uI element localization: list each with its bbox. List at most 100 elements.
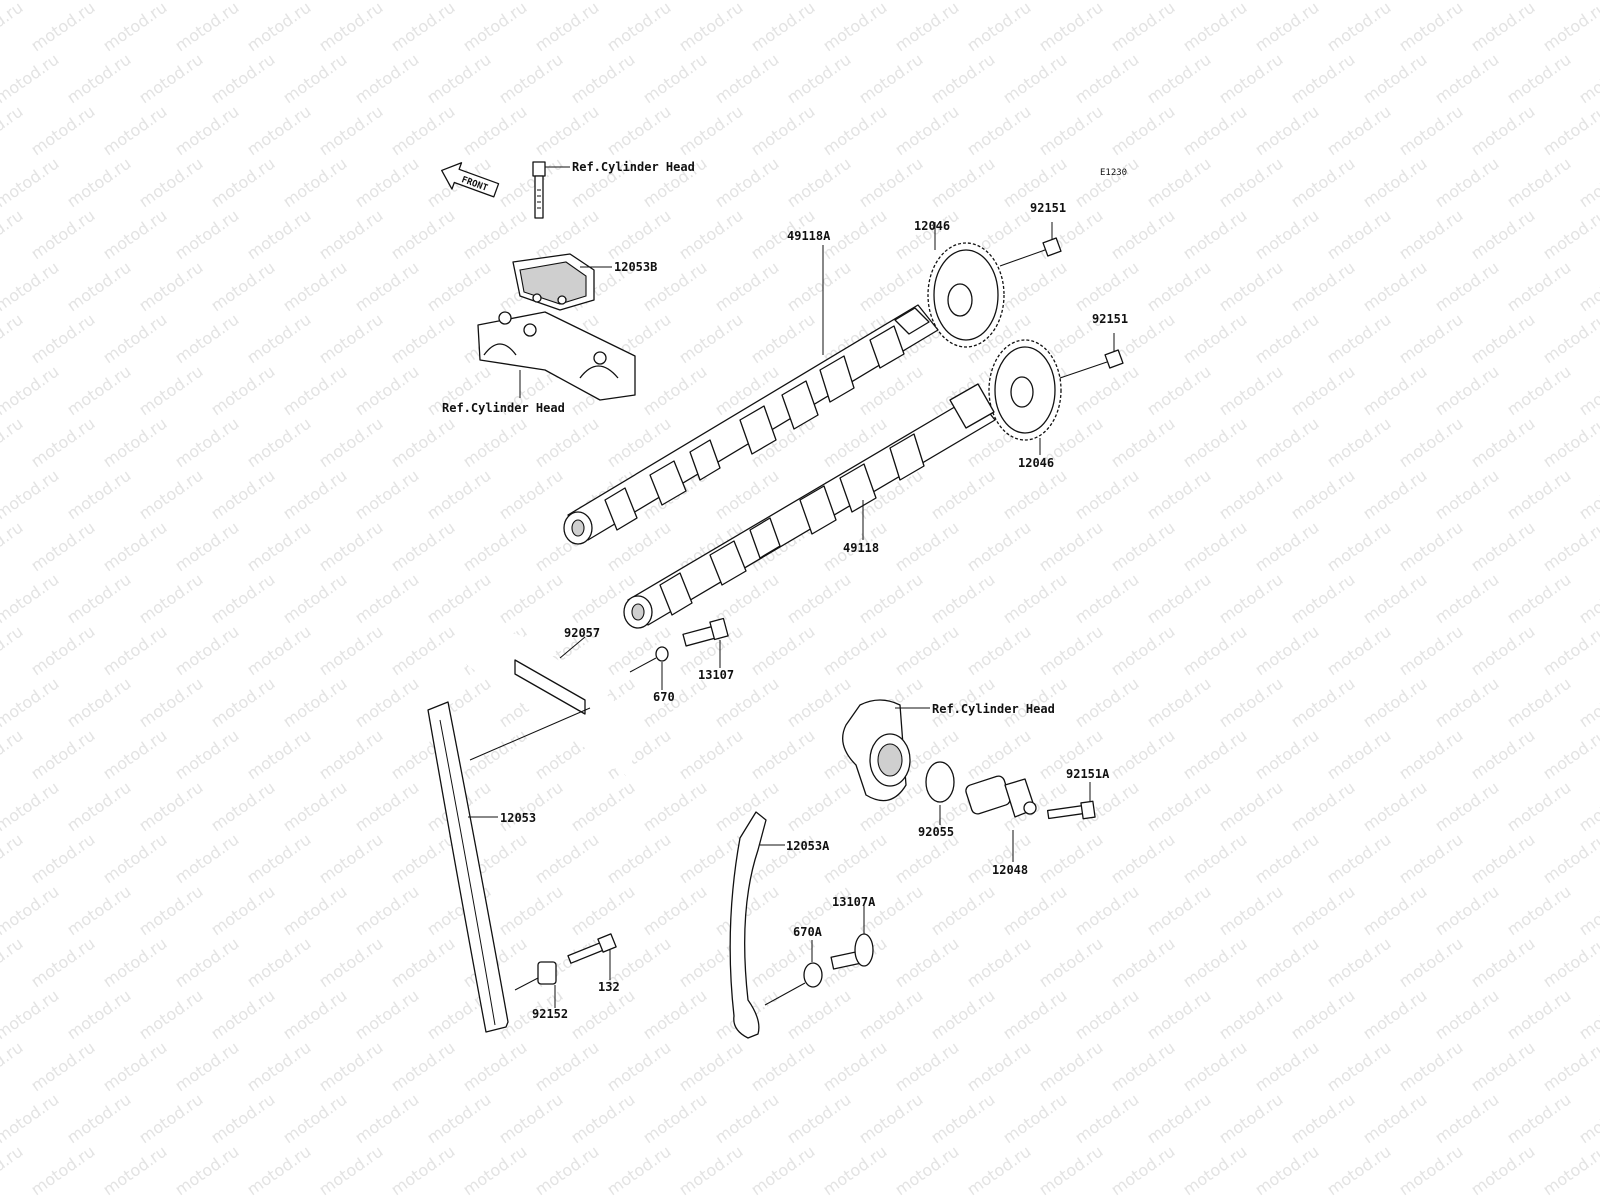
watermark-text: motod.ru — [711, 258, 782, 316]
watermark-text: motod.ru — [1035, 830, 1106, 888]
watermark-text: motod.ru — [27, 102, 98, 160]
watermark-text: motod.ru — [1503, 882, 1574, 940]
watermark-text: motod.ru — [1143, 674, 1214, 732]
watermark-text: motod.ru — [0, 622, 26, 680]
watermark-text: motod.ru — [1323, 518, 1394, 576]
watermark-text: motod.ru — [1359, 570, 1430, 628]
watermark-text: motod.ru — [1359, 1090, 1430, 1148]
watermark-text: motod.ru — [963, 1142, 1034, 1200]
watermark-text: motod.ru — [99, 830, 170, 888]
watermark-text: motod.ru — [1071, 986, 1142, 1044]
bolt-13107 — [682, 617, 729, 668]
watermark-text: motod.ru — [1395, 0, 1466, 55]
watermark-text: motod.ru — [279, 154, 350, 212]
watermark-text: motod.ru — [963, 622, 1034, 680]
watermark-text: motod.ru — [495, 466, 566, 524]
watermark-text: motod.ru — [1035, 102, 1106, 160]
watermark-text: motod.ru — [351, 258, 422, 316]
watermark-text: motod.ru — [639, 0, 710, 3]
watermark-text: motod.ru — [711, 674, 782, 732]
watermark-text: motod.ru — [207, 258, 278, 316]
watermark-text: motod.ru — [675, 310, 746, 368]
watermark-text: motod.ru — [1215, 882, 1286, 940]
watermark-text: motod.ru — [1467, 310, 1538, 368]
watermark-text: motod.ru — [1323, 0, 1394, 55]
watermark-text: motod.ru — [351, 50, 422, 108]
watermark-text: motod.ru — [603, 518, 674, 576]
watermark-text: motod.ru — [675, 206, 746, 264]
head-bolt — [532, 161, 570, 219]
watermark-text: motod.ru — [0, 934, 26, 992]
watermark-text: motod.ru — [927, 154, 998, 212]
watermark-text: motod.ru — [531, 102, 602, 160]
watermark-text: motod.ru — [207, 778, 278, 836]
watermark-text: motod.ru — [1431, 882, 1502, 940]
watermark-text: motod.ru — [999, 0, 1070, 3]
watermark-text: motod.ru — [1215, 0, 1286, 3]
watermark-text: motod.ru — [99, 0, 170, 55]
watermark-text: motod.ru — [63, 778, 134, 836]
ref-cylinder-head-caps: Ref.Cylinder Head — [442, 401, 565, 415]
watermark-text: motod.ru — [243, 726, 314, 784]
watermark-text: motod.ru — [711, 154, 782, 212]
watermark-text: motod.ru — [171, 1038, 242, 1096]
label-12053: 12053 — [500, 811, 536, 825]
bolt-132 — [567, 933, 617, 980]
watermark-text: motod.ru — [1287, 882, 1358, 940]
watermark-text: motod.ru — [1215, 1090, 1286, 1148]
watermark-text: motod.ru — [1215, 50, 1286, 108]
watermark-text: motod.ru — [63, 0, 134, 3]
watermark-text: motod.ru — [459, 0, 530, 55]
watermark-text: motod.ru — [567, 986, 638, 1044]
watermark-text: motod.ru — [1107, 830, 1178, 888]
label-49118A: 49118A — [787, 229, 831, 243]
watermark-text: motod.ru — [603, 0, 674, 55]
label-92152: 92152 — [532, 1007, 568, 1021]
watermark-text: motod.ru — [171, 934, 242, 992]
watermark-text: motod.ru — [243, 0, 314, 55]
watermark-text: motod.ru — [1251, 310, 1322, 368]
watermark-text: motod.ru — [99, 1142, 170, 1200]
watermark-text: motod.ru — [207, 570, 278, 628]
watermark-text: motod.ru — [243, 830, 314, 888]
diagram-code: E1230 — [1100, 168, 1127, 178]
watermark-text: motod.ru — [1071, 466, 1142, 524]
watermark-text: motod.ru — [387, 310, 458, 368]
watermark-text: motod.ru — [1251, 414, 1322, 472]
watermark-text: motod.ru — [279, 674, 350, 732]
watermark-text: motod.ru — [1575, 466, 1600, 524]
watermark-text: motod.ru — [1359, 466, 1430, 524]
watermark-text: motod.ru — [1107, 518, 1178, 576]
watermark-text: motod.ru — [99, 726, 170, 784]
watermark-text: motod.ru — [1467, 206, 1538, 264]
watermark-text: motod.ru — [243, 414, 314, 472]
watermark-text: motod.ru — [1323, 1142, 1394, 1200]
watermark-text: motod.ru — [207, 50, 278, 108]
watermark-text: motod.ru — [783, 154, 854, 212]
watermark-text: motod.ru — [603, 1038, 674, 1096]
watermark-text: motod.ru — [819, 830, 890, 888]
watermark-text: motod.ru — [1071, 154, 1142, 212]
watermark-text: motod.ru — [1503, 50, 1574, 108]
o-ring-670 — [629, 646, 669, 690]
watermark-text: motod.ru — [351, 986, 422, 1044]
watermark-text: motod.ru — [1179, 830, 1250, 888]
bolt-92151-lower — [1059, 333, 1124, 379]
watermark-text: motod.ru — [63, 882, 134, 940]
watermark-text: motod.ru — [279, 882, 350, 940]
watermark-text: motod.ru — [351, 362, 422, 420]
watermark-text: motod.ru — [0, 154, 62, 212]
watermark-text: motod.ru — [1431, 674, 1502, 732]
collar-92152 — [514, 961, 557, 1008]
watermark-text: motod.ru — [927, 570, 998, 628]
watermark-text: motod.ru — [855, 1090, 926, 1148]
watermark-text: motod.ru — [1575, 570, 1600, 628]
watermark-text: motod.ru — [1215, 466, 1286, 524]
watermark-text: motod.ru — [351, 674, 422, 732]
watermark-text: motod.ru — [999, 986, 1070, 1044]
watermark-text: motod.ru — [243, 622, 314, 680]
label-670A: 670A — [793, 925, 823, 939]
watermark-text: motod.ru — [1107, 934, 1178, 992]
watermark-text: motod.ru — [1431, 466, 1502, 524]
